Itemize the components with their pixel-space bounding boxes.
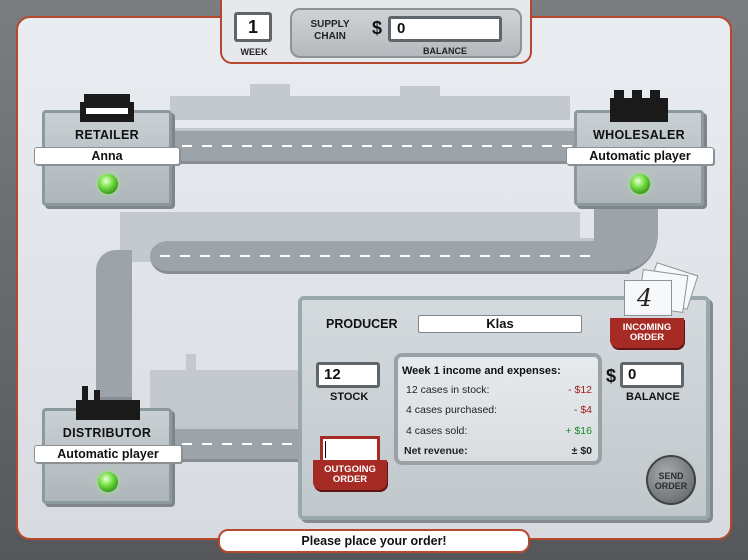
producer-name: Klas bbox=[418, 315, 582, 333]
incoming-order-value: 4 bbox=[637, 284, 653, 312]
wholesaler-title: WHOLESALER bbox=[593, 128, 685, 142]
status-message: Please place your order! bbox=[218, 529, 530, 553]
shop-icon bbox=[80, 94, 134, 122]
incoming-order-tag: INCOMING ORDER bbox=[610, 318, 684, 348]
ledger-row: 4 cases purchased: - $4 bbox=[406, 404, 592, 416]
balance-label: BALANCE bbox=[423, 46, 467, 56]
skyline-low bbox=[150, 370, 300, 430]
stock-display: 12 bbox=[316, 362, 380, 388]
ledger-row-label: 12 cases in stock: bbox=[406, 384, 490, 396]
wholesaler-name: Automatic player bbox=[566, 147, 714, 165]
outgoing-order-label: OUTGOING ORDER bbox=[324, 464, 376, 485]
text-caret bbox=[325, 441, 326, 458]
supply-chain-label: SUPPLY CHAIN bbox=[310, 19, 350, 42]
road-marking bbox=[182, 145, 572, 147]
distributor-status-led bbox=[98, 472, 118, 492]
road-marking bbox=[160, 255, 620, 257]
retailer-title: RETAILER bbox=[75, 128, 139, 142]
ledger-net-row: Net revenue: ± $0 bbox=[404, 445, 592, 457]
week-display: 1 bbox=[234, 12, 272, 42]
net-revenue-amount: ± $0 bbox=[571, 445, 592, 457]
income-ledger bbox=[394, 353, 602, 465]
ledger-title: Week 1 income and expenses: bbox=[402, 365, 561, 377]
ledger-row-amount: - $4 bbox=[573, 404, 592, 416]
producer-balance: 0 bbox=[620, 362, 684, 388]
retailer-status-led bbox=[98, 174, 118, 194]
producer-balance-label: BALANCE bbox=[626, 391, 680, 403]
net-revenue-label: Net revenue: bbox=[404, 445, 468, 457]
skyline-building bbox=[250, 84, 290, 98]
skyline-building bbox=[400, 86, 440, 98]
week-label: WEEK bbox=[240, 47, 268, 57]
supply-chain-balance: 0 bbox=[388, 16, 502, 42]
currency-symbol: $ bbox=[606, 366, 617, 386]
skyline-top bbox=[170, 96, 570, 120]
warehouse-icon bbox=[610, 90, 668, 122]
send-order-button[interactable]: SEND ORDER bbox=[646, 455, 696, 505]
road-marking bbox=[182, 443, 296, 445]
road-vertical-left bbox=[96, 250, 132, 400]
send-order-label: SEND ORDER bbox=[654, 471, 688, 491]
ledger-row-amount: + $16 bbox=[565, 425, 592, 437]
stock-label: STOCK bbox=[330, 391, 369, 403]
ledger-row: 12 cases in stock: - $12 bbox=[406, 384, 592, 396]
outgoing-order-tag: OUTGOING ORDER bbox=[313, 460, 387, 490]
producer-title: PRODUCER bbox=[326, 317, 398, 331]
ledger-row-amount: - $12 bbox=[568, 384, 592, 396]
wholesaler-status-led bbox=[630, 174, 650, 194]
ledger-row-label: 4 cases purchased: bbox=[406, 404, 498, 416]
ledger-row-label: 4 cases sold: bbox=[406, 425, 468, 437]
ledger-row: 4 cases sold: + $16 bbox=[406, 425, 592, 437]
retailer-name: Anna bbox=[34, 147, 180, 165]
currency-symbol: $ bbox=[372, 18, 383, 38]
envelope-icon bbox=[624, 280, 672, 316]
skyline-chimney bbox=[186, 354, 196, 374]
distributor-title: DISTRIBUTOR bbox=[62, 426, 152, 440]
factory-icon bbox=[76, 386, 140, 420]
outgoing-order-input[interactable] bbox=[320, 436, 380, 464]
incoming-order-label: INCOMING ORDER bbox=[622, 322, 672, 343]
distributor-name: Automatic player bbox=[34, 445, 182, 463]
